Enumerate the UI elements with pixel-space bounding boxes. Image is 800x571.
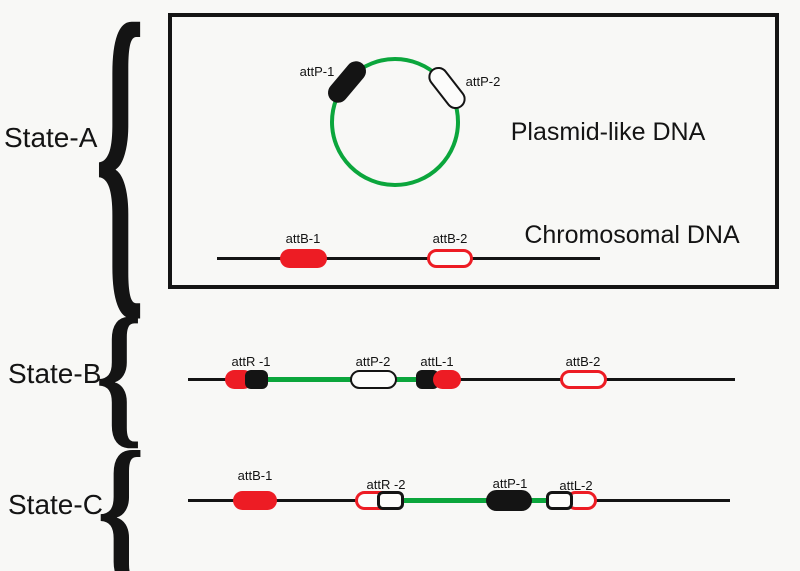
attP-2-site-b bbox=[350, 370, 397, 389]
attP-2-label-b: attP-2 bbox=[355, 354, 391, 369]
attB-2-label-a: attB-2 bbox=[432, 231, 468, 246]
state-a-label: State-A bbox=[4, 122, 98, 153]
attR-1-label: attR -1 bbox=[231, 354, 271, 369]
attB-2-site-b bbox=[560, 370, 607, 389]
attR-2-label: attR -2 bbox=[366, 477, 406, 492]
attB-1-label-c: attB-1 bbox=[237, 468, 273, 483]
attB-2-site-a bbox=[427, 249, 473, 268]
plasmid-caption: Plasmid-like DNA bbox=[510, 118, 706, 146]
state-c-label: State-C bbox=[8, 489, 103, 520]
chromosomal-dna-line-b bbox=[188, 378, 735, 381]
attP-2-label-plasmid: attP-2 bbox=[465, 74, 501, 89]
chromosomal-dna-line-a bbox=[217, 257, 600, 260]
attP-1-label-c: attP-1 bbox=[492, 476, 528, 491]
attL-1-red-half bbox=[433, 370, 461, 389]
attL-2-label: attL-2 bbox=[559, 478, 593, 493]
integrated-plasmid-dna-c bbox=[395, 498, 560, 503]
attP-1-label-plasmid: attP-1 bbox=[299, 64, 335, 79]
attR-2-black-half bbox=[377, 491, 404, 510]
attB-1-label-a: attB-1 bbox=[285, 231, 321, 246]
state-a-brace: { bbox=[94, 0, 146, 350]
attP-1-site-c bbox=[486, 490, 532, 511]
state-a-panel bbox=[168, 13, 779, 289]
plasmid-circle bbox=[330, 57, 460, 187]
attB-1-site-a bbox=[280, 249, 327, 268]
integrated-plasmid-dna-b bbox=[255, 377, 430, 382]
chromosome-caption: Chromosomal DNA bbox=[524, 221, 740, 249]
attL-2-black-half bbox=[546, 491, 573, 510]
attB-1-site-c bbox=[233, 491, 277, 510]
state-b-label: State-B bbox=[8, 358, 102, 389]
state-b-brace: { bbox=[95, 286, 143, 462]
attL-1-label: attL-1 bbox=[420, 354, 454, 369]
attB-2-label-b: attB-2 bbox=[565, 354, 601, 369]
state-c-brace: { bbox=[96, 418, 146, 571]
attR-1-black-half bbox=[245, 370, 268, 389]
